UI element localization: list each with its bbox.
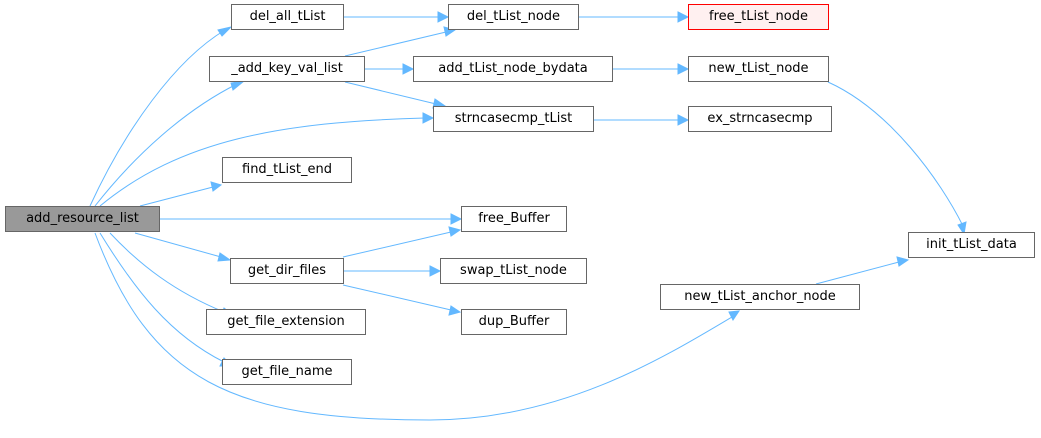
edge-add_resource_list-get_file_extension [109, 232, 225, 313]
edge-add_resource_list-get_dir_files [134, 232, 222, 258]
arrowhead-init_tList_data-from-anchor [896, 256, 910, 267]
arrowhead-get_dir_files [217, 252, 232, 262]
node-del_tList_node[interactable]: del_tList_node [448, 4, 579, 30]
edge-new_tList_anchor_node-init_tList_data [815, 261, 900, 285]
node-find_tList_end[interactable]: find_tList_end [222, 157, 352, 183]
arrowhead-strncasecmp_tList-from-root [422, 112, 435, 124]
node-swap_tList_node[interactable]: swap_tList_node [440, 258, 587, 284]
node-ex_strncasecmp[interactable]: ex_strncasecmp [688, 106, 832, 132]
arrowhead-swap_tList_node [429, 265, 442, 277]
edge-add_resource_list-del_all_tList [89, 29, 226, 207]
arrowhead-add_tList_node_bydata [402, 63, 415, 75]
edge-get_dir_files-free_Buffer [342, 231, 452, 258]
edge-_add_key_val_list-strncasecmp_tList [344, 81, 437, 105]
arrowhead-free_tList_node [677, 11, 690, 23]
arrowhead-del_tList_node-from-del_all [437, 11, 450, 23]
node-get_file_extension[interactable]: get_file_extension [206, 309, 366, 335]
node-new_tList_node[interactable]: new_tList_node [688, 56, 829, 82]
edge-add_resource_list-find_tList_end [139, 186, 214, 207]
arrowhead-new_tList_node [677, 63, 690, 75]
node-init_tList_data[interactable]: init_tList_data [908, 232, 1035, 258]
edge-add_resource_list-strncasecmp_tList [99, 117, 426, 207]
arrowhead-_add_key_val_list [230, 80, 246, 91]
arrowhead-del_all_tList [217, 26, 233, 37]
edge-_add_key_val_list-del_tList_node [344, 31, 447, 57]
arrowhead-free_Buffer-from-root [450, 213, 463, 225]
edge-get_dir_files-dup_Buffer [342, 284, 452, 311]
node-free_tList_node[interactable]: free_tList_node [688, 4, 829, 30]
arrowhead-new_tList_anchor_node [728, 310, 741, 321]
arrowhead-free_Buffer-from-get_dir [448, 226, 462, 237]
node-add_tList_node_bydata[interactable]: add_tList_node_bydata [413, 56, 613, 82]
arrowhead-ex_strncasecmp [677, 114, 690, 126]
node-new_tList_anchor_node[interactable]: new_tList_anchor_node [660, 284, 860, 310]
node-dup_Buffer[interactable]: dup_Buffer [461, 309, 567, 335]
arrowhead-find_tList_end [210, 181, 223, 192]
arrowhead-init_tList_data-from-new_node [957, 221, 967, 236]
edge-new_tList_node-init_tList_data [827, 81, 964, 227]
node-get_dir_files[interactable]: get_dir_files [230, 258, 344, 284]
node-get_file_name[interactable]: get_file_name [222, 359, 352, 385]
node-_add_key_val_list[interactable]: _add_key_val_list [209, 56, 365, 82]
arrowhead-dup_Buffer [448, 305, 462, 316]
node-free_Buffer[interactable]: free_Buffer [461, 206, 567, 232]
node-del_all_tList[interactable]: del_all_tList [231, 4, 344, 30]
node-add_resource_list: add_resource_list [5, 206, 160, 232]
edge-add_resource_list-_add_key_val_list [94, 83, 238, 207]
edge-add_resource_list-new_tList_anchor_node [94, 232, 733, 421]
edge-add_resource_list-get_file_name [99, 232, 225, 363]
node-strncasecmp_tList[interactable]: strncasecmp_tList [433, 106, 594, 132]
